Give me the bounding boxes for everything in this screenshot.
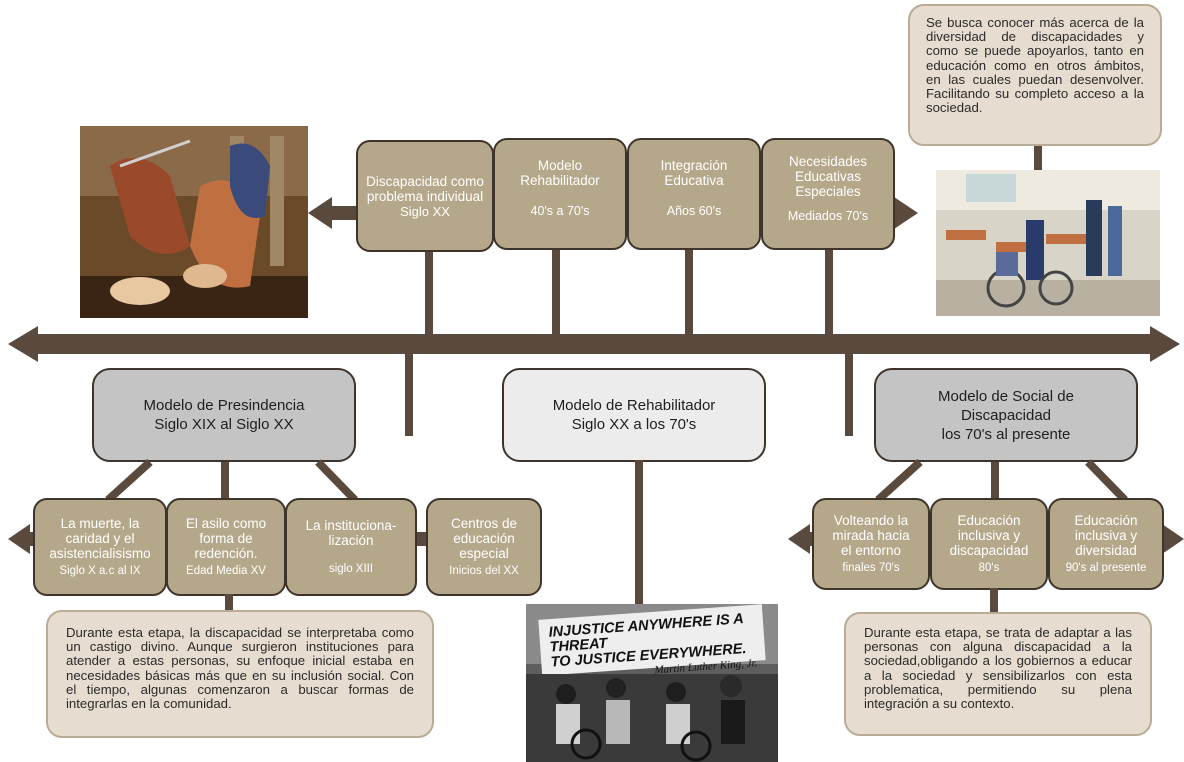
- right-box-diversidad: Educación inclusiva y diversidad 90's al…: [1048, 498, 1164, 590]
- left-box-institucionalizacion: La instituciona-lización siglo XIII: [285, 498, 417, 596]
- painting-image: [80, 126, 308, 318]
- model-presindencia: Modelo de Presindencia Siglo XIX al Sigl…: [92, 368, 356, 462]
- box-title: El asilo como forma de redención.: [185, 515, 267, 561]
- model-date: Siglo XX a los 70's: [571, 416, 697, 433]
- model-social: Modelo de Social de Discapacidad los 70'…: [874, 368, 1138, 462]
- box-date: Siglo X a.c al IX: [59, 564, 141, 577]
- top-box-nee: Necesidades Educativas Especiales Mediad…: [761, 138, 895, 250]
- box-title: Educación inclusiva y discapacidad: [949, 512, 1029, 558]
- top-box-integracion: Integración Educativa Años 60's: [627, 138, 761, 250]
- left-box-centros: Centros de educación especial Inicios de…: [426, 498, 542, 596]
- box-date: finales 70's: [842, 561, 900, 574]
- top-box-rehabilitador: Modelo Rehabilitador 40's a 70's: [493, 138, 627, 250]
- connector: [1034, 146, 1042, 172]
- model-rehabilitador: Modelo de Rehabilitador Siglo XX a los 7…: [502, 368, 766, 462]
- connector: [685, 250, 693, 336]
- connector: [990, 588, 998, 614]
- top-box-date: 40's a 70's: [530, 204, 590, 218]
- box-date: Edad Media XV: [186, 564, 266, 577]
- right-box-discapacidad: Educación inclusiva y discapacidad 80's: [930, 498, 1048, 590]
- model-title: Modelo de Social de Discapacidad: [938, 387, 1074, 424]
- model-title: Modelo de Rehabilitador: [552, 397, 716, 414]
- box-date: 90's al presente: [1065, 561, 1147, 574]
- connector: [425, 250, 433, 336]
- left-box-muerte: La muerte, la caridad y el asistencialis…: [33, 498, 167, 596]
- top-box-date: Años 60's: [666, 204, 722, 218]
- box-title: La instituciona-lización: [305, 517, 397, 548]
- box-title: Volteando la mirada hacia el entorno: [832, 512, 910, 558]
- top-arrow-left: [308, 197, 332, 229]
- box-title: Educación inclusiva y diversidad: [1074, 512, 1138, 558]
- top-box-individual: Discapacidad como problema individual Si…: [356, 140, 494, 252]
- top-box-title: Discapacidad como problema individual: [366, 173, 484, 204]
- box-title: Centros de educación especial: [450, 515, 518, 561]
- right-arrow-left-head: [788, 524, 810, 554]
- top-note: Se busca conocer más acerca de la divers…: [908, 4, 1162, 146]
- right-note: Durante esta etapa, se trata de adaptar …: [844, 612, 1152, 736]
- left-note-text: Durante esta etapa, la discapacidad se i…: [66, 625, 414, 712]
- box-date: Inicios del XX: [449, 564, 519, 577]
- top-box-date: Siglo XX: [400, 203, 450, 219]
- protest-photo: INJUSTICE ANYWHERE IS A THREAT TO JUSTIC…: [526, 604, 778, 762]
- top-box-title: Necesidades Educativas Especiales: [788, 154, 868, 199]
- timeline-bar: [36, 334, 1152, 354]
- left-note: Durante esta etapa, la discapacidad se i…: [46, 610, 434, 738]
- box-date: 80's: [978, 561, 1000, 574]
- connector: [635, 460, 643, 606]
- model-date: Siglo XIX al Siglo XX: [154, 416, 294, 433]
- connector: [405, 352, 413, 436]
- right-note-text: Durante esta etapa, se trata de adaptar …: [864, 625, 1132, 712]
- top-arrow-right: [894, 197, 918, 229]
- top-box-title: Integración Educativa: [660, 158, 728, 188]
- connector: [225, 594, 233, 612]
- left-box-asilo: El asilo como forma de redención. Edad M…: [166, 498, 286, 596]
- model-title: Modelo de Presindencia: [143, 397, 305, 414]
- left-arrow-head: [8, 524, 30, 554]
- model-date: los 70's al presente: [941, 425, 1071, 443]
- box-title: La muerte, la caridad y el asistencialis…: [49, 515, 151, 561]
- connector: [825, 246, 833, 336]
- top-box-date: Mediados 70's: [787, 209, 869, 223]
- right-arrow-right-head: [1162, 524, 1184, 554]
- classroom-photo: [936, 170, 1160, 316]
- right-box-entorno: Volteando la mirada hacia el entorno fin…: [812, 498, 930, 590]
- timeline-arrow-right: [1150, 326, 1180, 362]
- connector: [845, 352, 853, 436]
- timeline-arrow-left: [8, 326, 38, 362]
- top-box-title: Modelo Rehabilitador: [520, 158, 600, 188]
- top-note-text: Se busca conocer más acerca de la divers…: [926, 15, 1144, 116]
- box-date: siglo XIII: [328, 562, 374, 575]
- connector: [552, 250, 560, 336]
